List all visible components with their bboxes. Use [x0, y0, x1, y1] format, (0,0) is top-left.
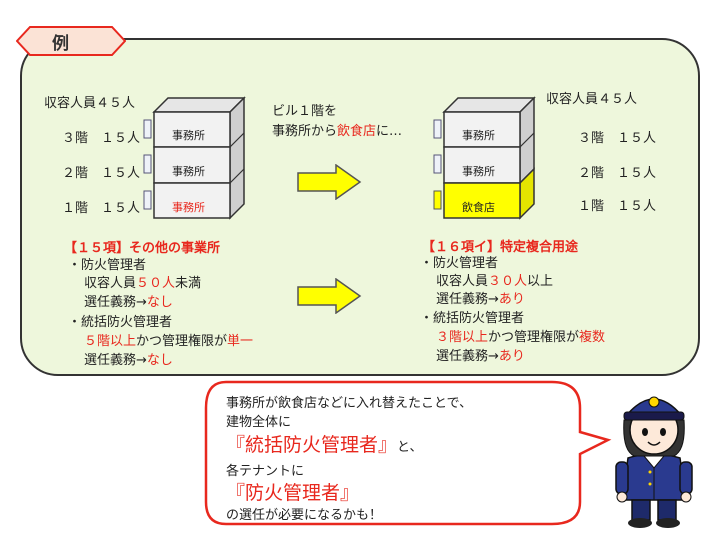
- left-floor-3: ３階 １５人: [62, 131, 141, 146]
- bubble-line6: の選任が必要になるかも！: [226, 508, 383, 523]
- right-unified-line1: ３階以上かつ管理権限が複数: [436, 330, 606, 345]
- left-capacity: 収容人員４５人: [44, 96, 136, 111]
- left-floor-1: １階 １５人: [62, 201, 141, 216]
- example-tag-label: 例: [52, 34, 69, 54]
- bubble-line3: 『統括防火管理者』と、: [226, 434, 423, 456]
- right-use-1: 飲食店: [462, 201, 495, 214]
- bubble-line2: 建物全体に: [226, 415, 292, 430]
- right-use-2: 事務所: [462, 165, 495, 178]
- arrow-bottom-icon: [297, 278, 362, 314]
- speech-bubble: [204, 380, 612, 526]
- example-tag: [16, 26, 126, 56]
- left-unified-line2: 選任義務→なし: [84, 353, 173, 368]
- left-building: [143, 96, 246, 220]
- right-capacity: 収容人員４５人: [546, 92, 638, 107]
- right-unified-title: ・統括防火管理者: [420, 311, 525, 326]
- right-building: [433, 96, 536, 220]
- bubble-line4: 各テナントに: [226, 464, 305, 479]
- left-category: 【１５項】その他の事業所: [64, 241, 221, 256]
- right-floor-3: ３階 １５人: [578, 131, 657, 146]
- right-fire-manager-line1: 収容人員３０人以上: [436, 274, 554, 289]
- right-floor-2: ２階 １５人: [578, 166, 657, 181]
- right-unified-line2: 選任義務→あり: [436, 349, 525, 364]
- left-fire-manager-line1: 収容人員５０人未満: [84, 276, 202, 291]
- fire-officer-icon: [615, 396, 693, 528]
- right-use-3: 事務所: [462, 129, 495, 142]
- bubble-line1: 事務所が飲食店などに入れ替えたことで、: [226, 396, 473, 411]
- left-use-1: 事務所: [172, 201, 205, 214]
- arrow-top-icon: [297, 164, 362, 200]
- right-floor-1: １階 １５人: [578, 199, 657, 214]
- bubble-line5: 『防火管理者』: [226, 482, 360, 504]
- middle-line2: 事務所から飲食店に…: [272, 124, 403, 139]
- left-use-2: 事務所: [172, 165, 205, 178]
- left-fire-manager-title: ・防火管理者: [68, 258, 147, 273]
- left-unified-title: ・統括防火管理者: [68, 315, 173, 330]
- middle-line1: ビル１階を: [272, 104, 338, 119]
- left-fire-manager-line2: 選任義務→なし: [84, 295, 173, 310]
- left-use-3: 事務所: [172, 129, 205, 142]
- example-panel: [20, 38, 700, 376]
- left-floor-2: ２階 １５人: [62, 166, 141, 181]
- right-category: 【１６項イ】特定複合用途: [422, 240, 579, 255]
- right-fire-manager-line2: 選任義務→あり: [436, 292, 525, 307]
- right-fire-manager-title: ・防火管理者: [420, 256, 499, 271]
- left-unified-line1: ５階以上かつ管理権限が単一: [84, 334, 254, 349]
